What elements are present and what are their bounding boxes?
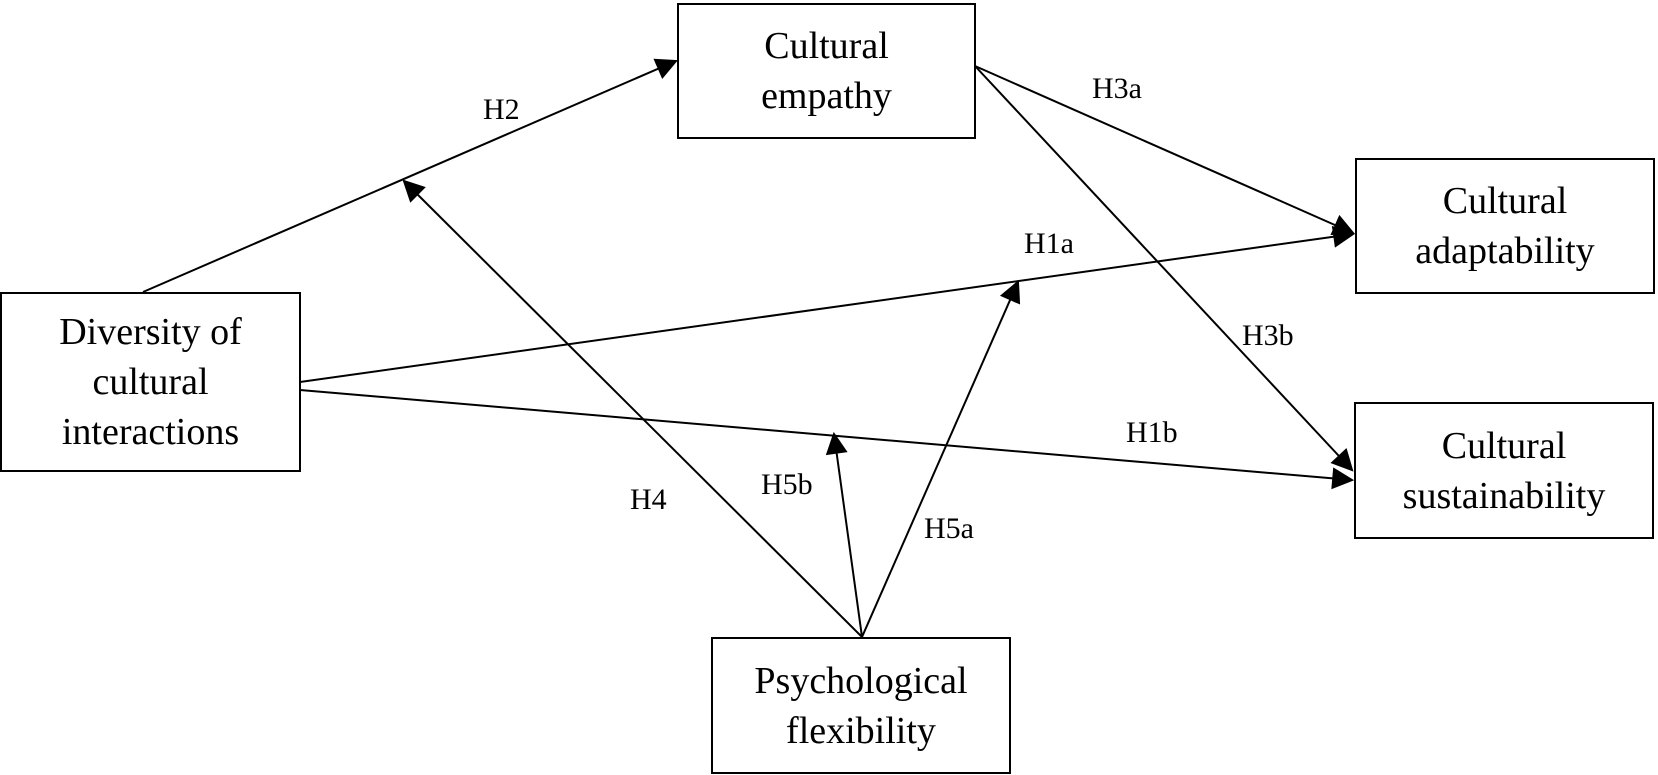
edge-h5b xyxy=(825,431,863,638)
label-h4: H4 xyxy=(630,483,667,516)
node-diversity-line-1: Diversity of xyxy=(59,311,242,353)
node-adaptability-line-2: adaptability xyxy=(1415,230,1595,272)
node-flexibility-line-1: Psychological xyxy=(754,659,968,702)
node-empathy-line-1: Cultural xyxy=(764,25,889,67)
label-h1b: H1b xyxy=(1126,416,1178,449)
label-h5a: H5a xyxy=(924,512,974,545)
node-adaptability-line-1: Cultural xyxy=(1442,180,1568,222)
label-h2: H2 xyxy=(483,93,520,126)
node-cultural-empathy: Cultural empathy xyxy=(677,3,976,139)
edge-h1b xyxy=(299,389,1355,490)
label-h5b: H5b xyxy=(761,468,813,501)
edge-h5a xyxy=(861,279,1021,638)
label-h1a: H1a xyxy=(1024,227,1074,260)
edge-h3a xyxy=(974,65,1356,236)
edge-h2 xyxy=(142,58,679,293)
node-cultural-adaptability: Cultural adaptability xyxy=(1355,158,1655,294)
node-psychological-flexibility: Psychological flexibility xyxy=(711,637,1011,774)
label-h3a: H3a xyxy=(1092,72,1142,105)
node-empathy-line-2: empathy xyxy=(761,75,892,117)
edge-h3b xyxy=(974,65,1354,472)
edge-h4 xyxy=(402,179,863,638)
node-diversity-line-3: interactions xyxy=(61,411,240,453)
node-cultural-sustainability: Cultural sustainability xyxy=(1354,402,1654,539)
node-diversity-of-cultural-interactions: Diversity of cultural interactions xyxy=(0,292,301,472)
label-h3b: H3b xyxy=(1242,319,1294,352)
node-sustainability-line-2: sustainability xyxy=(1402,474,1606,517)
node-flexibility-line-2: flexibility xyxy=(786,709,936,752)
node-sustainability-line-1: Cultural xyxy=(1441,424,1567,467)
node-diversity-line-2: cultural xyxy=(92,361,209,403)
edge-h1a xyxy=(299,225,1356,383)
